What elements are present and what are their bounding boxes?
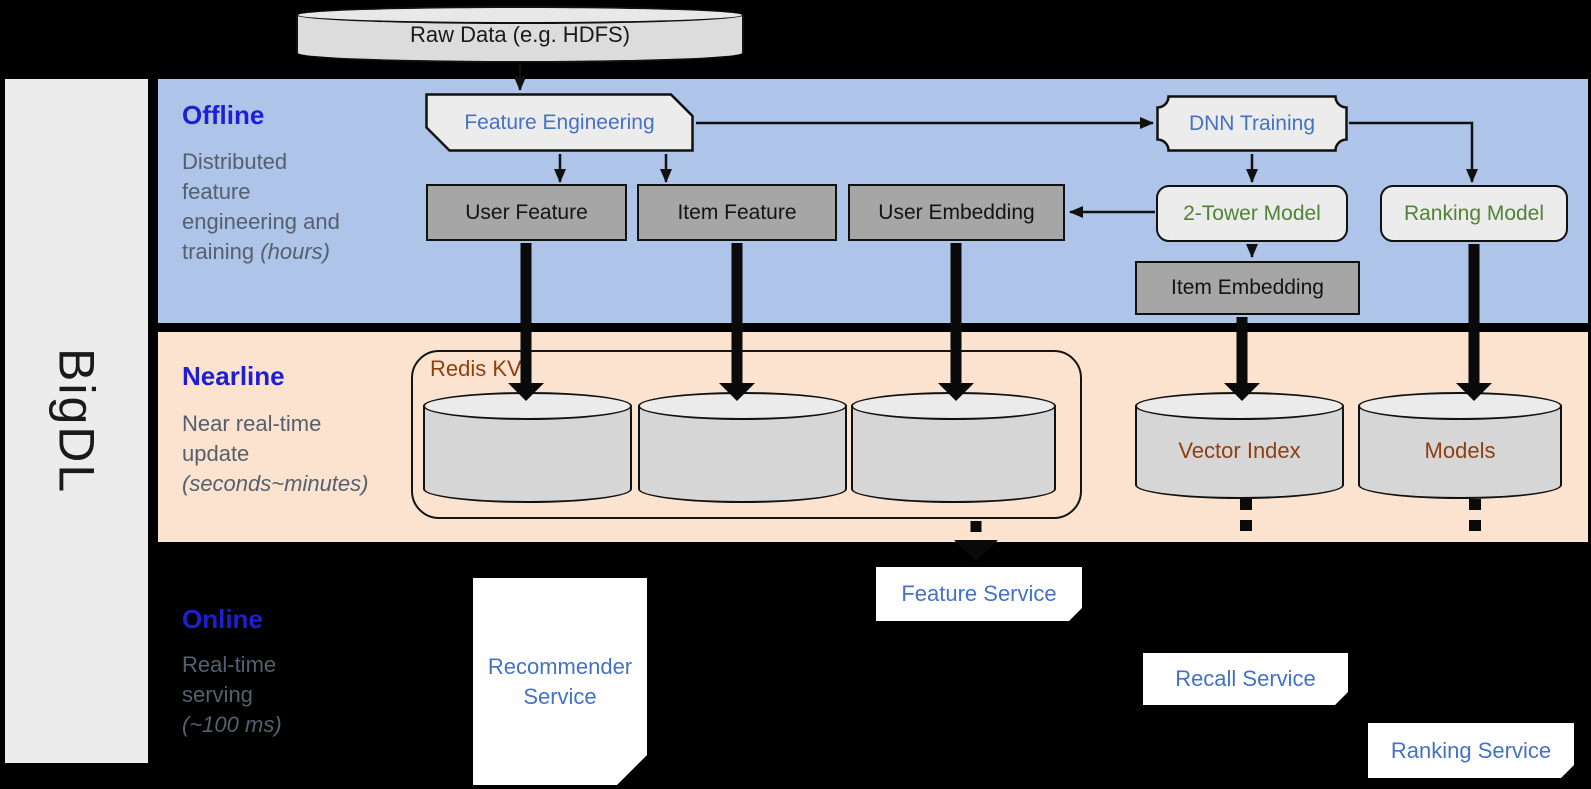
bigdl-brand-label: BigDL: [48, 347, 105, 495]
two-tower-model-label: 2-Tower Model: [1183, 201, 1321, 225]
redis-cylinder-1: [423, 392, 632, 503]
item-feature-node: Item Feature: [637, 184, 837, 241]
bigdl-sidebar: BigDL: [5, 79, 148, 763]
user-feature-label: User Feature: [465, 200, 588, 224]
models-cylinder-body: [1358, 406, 1562, 499]
online-subtitle-line1: Real-time: [182, 652, 277, 677]
redis-cylinder-3-body: [851, 406, 1056, 503]
item-feature-label: Item Feature: [677, 200, 797, 224]
offline-subtitle: Distributed feature engineering and trai…: [182, 147, 422, 267]
user-embedding-label: User Embedding: [878, 200, 1035, 224]
vector-index-cylinder: Vector Index: [1135, 392, 1344, 499]
redis-cylinder-1-body: [423, 406, 632, 503]
offline-subtitle-line2: feature: [182, 179, 251, 204]
vector-index-cylinder-body: [1135, 406, 1344, 499]
recommender-service-label: Recommender Service: [487, 653, 633, 709]
dnn-training-node: DNN Training: [1156, 95, 1348, 152]
recall-service-doc: Recall Service: [1143, 653, 1348, 705]
user-embedding-node: User Embedding: [848, 184, 1065, 241]
feature-engineering-shape: [425, 93, 694, 152]
two-tower-model-node: 2-Tower Model: [1156, 185, 1348, 242]
ranking-service-doc: Ranking Service: [1368, 723, 1574, 778]
user-feature-node: User Feature: [426, 184, 627, 241]
nearline-subtitle-line1: Near real-time: [182, 411, 322, 436]
feature-engineering-label: Feature Engineering: [464, 110, 655, 134]
nearline-subtitle-line3-italic: (seconds~minutes): [182, 471, 369, 496]
models-cylinder: Models: [1358, 392, 1562, 499]
online-title: Online: [182, 604, 263, 634]
models-cylinder-top: [1358, 392, 1562, 420]
offline-subtitle-line1: Distributed: [182, 149, 288, 174]
raw-data-label: Raw Data (e.g. HDFS): [409, 22, 631, 47]
nearline-title: Nearline: [182, 361, 285, 391]
nearline-subtitle-line2: update: [182, 441, 250, 466]
vector-index-cylinder-top: [1135, 392, 1344, 420]
feature-service-doc: Feature Service: [876, 567, 1082, 621]
item-embedding-node: Item Embedding: [1135, 261, 1360, 315]
redis-cylinder-1-top: [423, 392, 632, 420]
ranking-model-label: Ranking Model: [1403, 201, 1545, 225]
nearline-subtitle: Near real-time update (seconds~minutes): [182, 409, 432, 499]
raw-data-cylinder-top: [296, 6, 744, 24]
recall-service-label: Recall Service: [1175, 666, 1316, 691]
feature-engineering-node: Feature Engineering: [425, 93, 694, 152]
dnn-training-shape: [1156, 95, 1348, 152]
redis-cylinder-2-top: [638, 392, 847, 420]
offline-subtitle-line4-regular: training: [182, 239, 261, 264]
feature-service-label: Feature Service: [901, 581, 1057, 606]
ranking-model-node: Ranking Model: [1380, 185, 1568, 242]
vector-index-label: Vector Index: [1178, 438, 1301, 463]
offline-subtitle-line4-italic: (hours): [260, 239, 330, 264]
models-label: Models: [1424, 438, 1496, 463]
offline-title: Offline: [182, 100, 265, 130]
redis-kv-group: [411, 350, 1082, 519]
offline-subtitle-line3: engineering and: [182, 209, 340, 234]
item-embedding-label: Item Embedding: [1171, 276, 1324, 299]
dashed-redis-arrowhead: [954, 540, 998, 561]
online-subtitle-line2: serving: [182, 682, 253, 707]
ranking-service-label: Ranking Service: [1390, 737, 1552, 763]
online-subtitle-line3-italic: (~100 ms): [182, 712, 282, 737]
recommender-service-doc: Recommender Service: [473, 578, 647, 785]
redis-cylinder-3: [851, 392, 1056, 503]
redis-cylinder-3-top: [851, 392, 1056, 420]
redis-cylinder-2-body: [638, 406, 847, 503]
redis-cylinder-2: [638, 392, 847, 503]
dnn-training-label: DNN Training: [1188, 111, 1316, 135]
offline-subtitle-line4: training (hours): [182, 237, 422, 267]
raw-data-cylinder: Raw Data (e.g. HDFS): [296, 6, 744, 63]
redis-kv-label: Redis KV: [430, 356, 522, 381]
online-subtitle: Real-time serving (~100 ms): [182, 650, 402, 740]
